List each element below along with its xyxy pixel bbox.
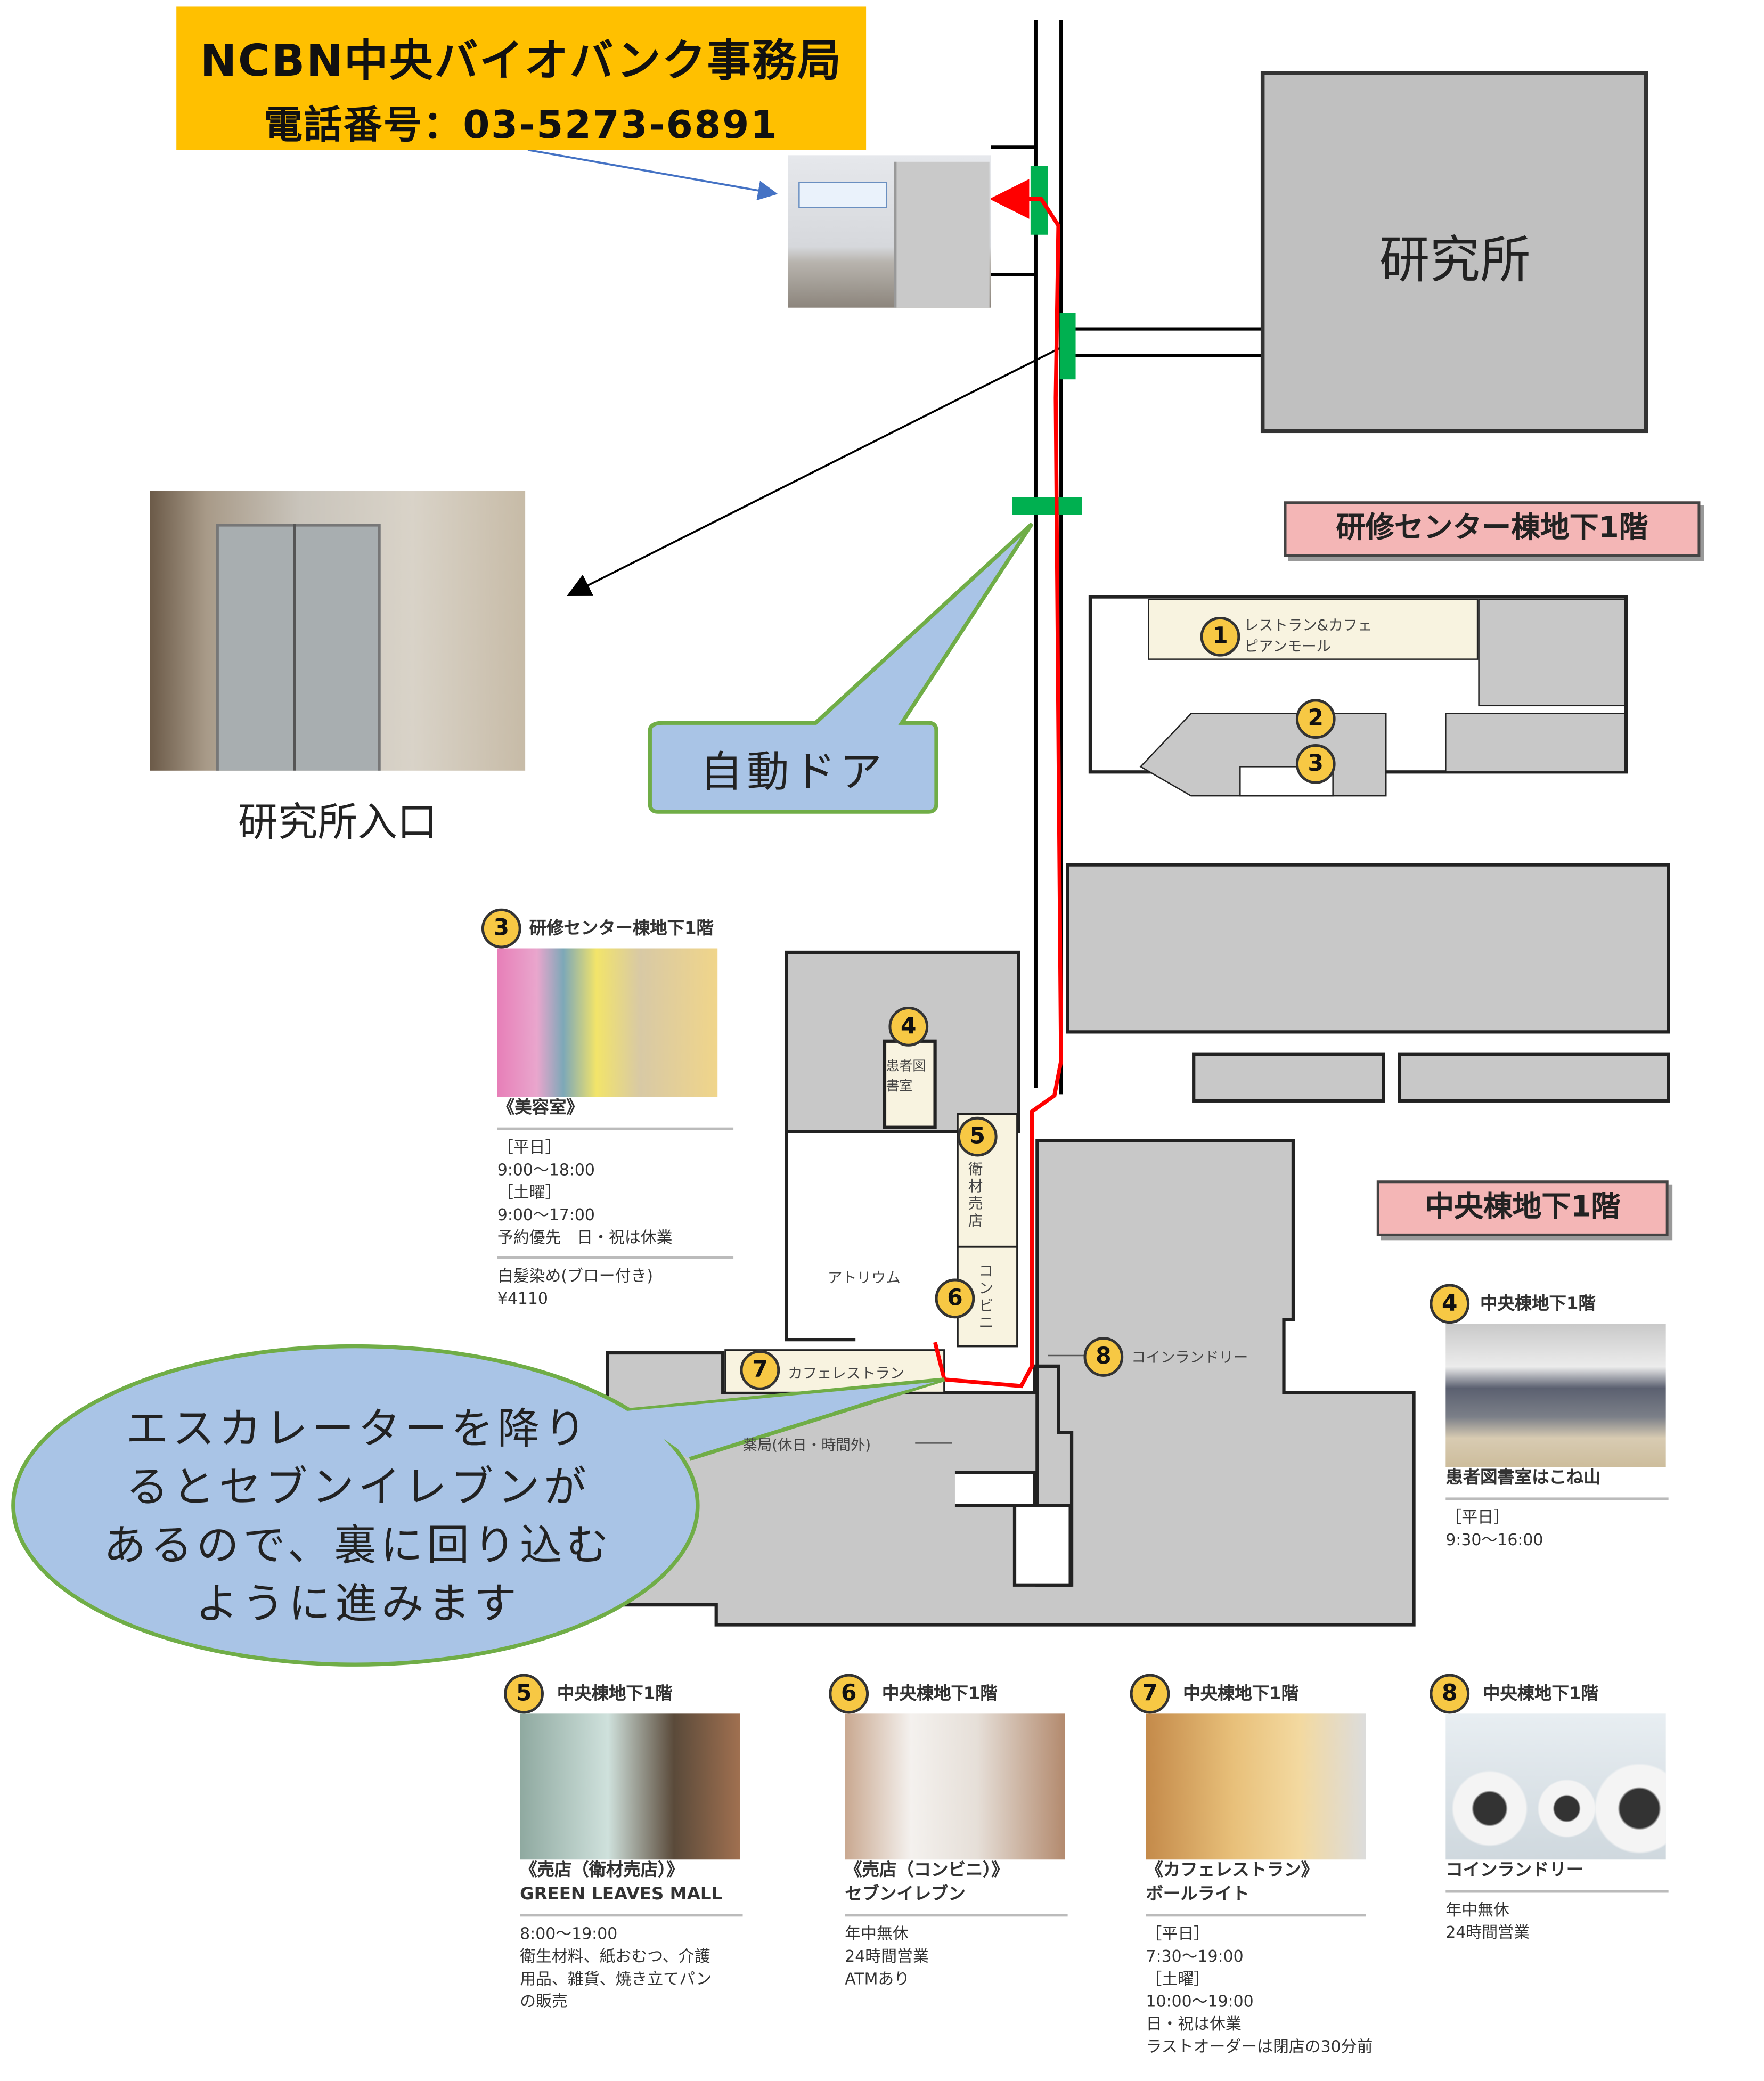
card-text: 24時間営業	[845, 1947, 929, 1966]
card-text: 患者図書室はこね山	[1446, 1468, 1601, 1489]
card-text: 白髪染め(ブロー付き)	[497, 1267, 654, 1286]
office-pointer-arrow	[527, 149, 778, 201]
card-text: 6	[829, 1674, 869, 1714]
map-label-restaurant: レストラン&カフェ ピアンモール	[1244, 616, 1373, 656]
card-text: 3	[481, 908, 521, 949]
floor-label-training-center: 研修センター棟地下1階	[1284, 501, 1701, 557]
info-card-8: 8 中央棟地下1階 コインランドリー 年中無休 24時間営業	[1430, 1674, 1669, 1945]
card-text: ［平日］	[1146, 1924, 1210, 1944]
card-text: ［平日］	[497, 1138, 561, 1157]
map-label-laundry: コインランドリー	[1131, 1349, 1248, 1366]
card-text: ボールライト	[1146, 1884, 1250, 1905]
map-marker-1: 1	[1200, 616, 1240, 657]
map-label-medical-shop: 衛材売店	[968, 1160, 983, 1230]
card-text: ATMあり	[845, 1969, 910, 1988]
card-text: 中央棟地下1階	[1183, 1684, 1299, 1704]
info-card-6: 6 中央棟地下1階 《売店（コンビニ）》セブンイレブン 年中無休 24時間営業 ATM…	[829, 1674, 1068, 1991]
auto-door-callout-shape	[648, 522, 1034, 814]
card-text: 24時間営業	[1446, 1923, 1530, 1942]
card-text: 9:00〜17:00	[497, 1205, 595, 1225]
map-label-cafe: カフェレストラン	[788, 1365, 905, 1382]
card-text: 《カフェレストラン》	[1146, 1860, 1319, 1881]
walking-route	[933, 179, 1063, 1389]
research-building	[1260, 71, 1648, 434]
card-text: 衛生材料、紙おむつ、介護	[520, 1947, 710, 1966]
map-marker-8: 8	[1083, 1337, 1124, 1377]
card-text: ラストオーダーは閉店の30分前	[1146, 2037, 1373, 2056]
map-label-library: 患者図書室	[886, 1059, 926, 1095]
card-text: 中央棟地下1階	[1480, 1294, 1596, 1314]
entrance-pointer-arrow	[567, 346, 1061, 596]
card-text: 10:00〜19:00	[1146, 1992, 1254, 2011]
card-text: 5	[504, 1674, 544, 1714]
card-text: の販売	[520, 1992, 568, 2011]
card-text: 年中無休	[1446, 1900, 1509, 1920]
office-door-photo	[788, 155, 991, 308]
office-name: NCBN中央バイオバンク事務局	[200, 34, 843, 86]
map-label-pharmacy: 薬局(休日・時間外)	[742, 1436, 871, 1454]
map-label-convenience: コンビニ	[978, 1262, 994, 1332]
research-entrance-photo	[150, 491, 526, 771]
research-building-label: 研究所	[1379, 231, 1531, 289]
card-text: セブンイレブン	[845, 1884, 966, 1905]
card-text: 中央棟地下1階	[881, 1684, 998, 1704]
card-text: ［土曜］	[1146, 1969, 1210, 1988]
card-text: ［平日］	[1446, 1508, 1509, 1527]
office-phone: 電話番号：03-5273-6891	[264, 102, 779, 148]
card-text: 4	[1430, 1284, 1470, 1324]
info-card-3: 3 研修センター棟地下1階 《美容室》 ［平日］ 9:00〜18:00 ［土曜］ 9:0…	[481, 908, 734, 1311]
card-text: 研修センター棟地下1階	[529, 918, 714, 939]
card-text: 年中無休	[845, 1924, 909, 1944]
map-marker-4: 4	[888, 1007, 929, 1047]
info-card-4: 4 中央棟地下1階 患者図書室はこね山 ［平日］ 9:30〜16:00	[1430, 1284, 1669, 1552]
card-text: 《売店（衛材売店）》	[520, 1860, 684, 1881]
card-text: 予約優先 日・祝は休業	[497, 1228, 673, 1247]
map-marker-3: 3	[1295, 744, 1336, 784]
card-text: 《売店（コンビニ）》	[845, 1860, 1009, 1881]
card-text: 中央棟地下1階	[557, 1684, 673, 1704]
floor-label-central: 中央棟地下1階	[1376, 1180, 1669, 1236]
card-text: GREEN LEAVES MALL	[520, 1884, 723, 1905]
card-text: 7:30〜19:00	[1146, 1947, 1244, 1966]
card-text: 日・祝は休業	[1146, 2014, 1242, 2034]
map-marker-6: 6	[935, 1278, 975, 1319]
map-marker-7: 7	[740, 1350, 780, 1390]
map-marker-2: 2	[1295, 699, 1336, 739]
card-text: 8	[1430, 1674, 1470, 1714]
info-card-5: 5 中央棟地下1階 《売店（衛材売店）》 GREEN LEAVES MALL 8:0…	[504, 1674, 743, 2013]
office-label: NCBN中央バイオバンク事務局 電話番号：03-5273-6891	[176, 6, 867, 150]
card-text: 8:00〜19:00	[520, 1924, 618, 1944]
card-text: ¥4110	[497, 1289, 548, 1308]
card-text: コインランドリー	[1446, 1860, 1584, 1881]
card-text: 9:30〜16:00	[1446, 1530, 1544, 1549]
central-building-floorplan	[606, 863, 1670, 1627]
info-card-7: 7 中央棟地下1階 《カフェレストラン》ボールライト ［平日］ 7:30〜19:00…	[1130, 1674, 1395, 2059]
map-marker-5: 5	[957, 1116, 998, 1157]
door-markers	[1012, 166, 1083, 515]
card-text: ［土曜］	[497, 1183, 561, 1202]
research-entrance-caption: 研究所入口	[238, 799, 437, 846]
map-label-atrium: アトリウム	[827, 1269, 901, 1287]
card-text: 中央棟地下1階	[1483, 1684, 1598, 1704]
card-text: 9:00〜18:00	[497, 1160, 595, 1179]
escalator-callout-bubble	[11, 1344, 700, 1667]
escalator-callout: エスカレーターを降り るとセブンイレブンが あるので、裏に回り込む ように進みま…	[103, 1403, 613, 1629]
card-text: 用品、雑貨、焼き立てパン	[520, 1969, 712, 1988]
auto-door-callout: 自動ドア	[700, 746, 886, 797]
card-text: 《美容室》	[497, 1098, 584, 1119]
card-text: 7	[1130, 1674, 1170, 1714]
